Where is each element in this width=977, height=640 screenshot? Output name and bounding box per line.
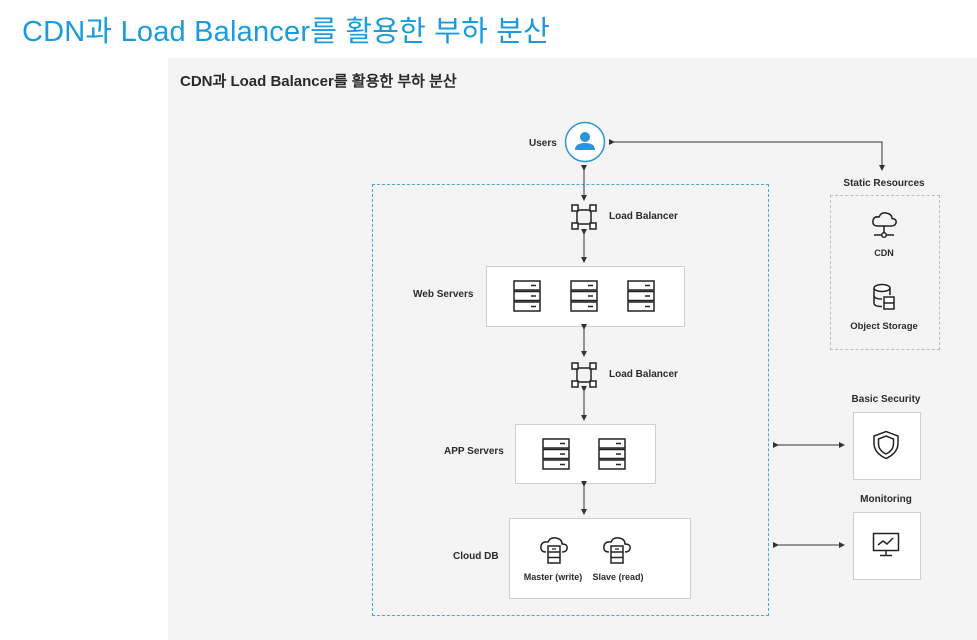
cdn-label: CDN (874, 248, 894, 258)
object-storage-label: Object Storage (850, 321, 918, 332)
page-title: CDN과 Load Balancer를 활용한 부하 분산 (22, 16, 551, 48)
database-cloud-icon (603, 537, 631, 564)
db-master-label: Master (write) (523, 572, 583, 582)
cloud-db-box (509, 518, 691, 599)
db-slave-label: Slave (read) (592, 572, 644, 582)
storage-icon (873, 283, 895, 310)
monitor-chart-icon (872, 532, 900, 557)
server-icon (598, 438, 626, 470)
monitoring-label: Monitoring (860, 494, 912, 505)
diagram-panel: CDN과 Load Balancer를 활용한 부하 분산 (168, 58, 977, 640)
cloud-boundary (372, 184, 769, 616)
server-icon (570, 280, 598, 312)
app-servers-label: APP Servers (444, 446, 504, 457)
load-balancer-mid-label: Load Balancer (609, 369, 678, 380)
load-balancer-icon (571, 362, 597, 388)
diagram-title: CDN과 Load Balancer를 활용한 부하 분산 (180, 73, 457, 90)
cloud-db-label: Cloud DB (453, 551, 499, 562)
static-resources-label: Static Resources (843, 178, 925, 189)
shield-icon (873, 430, 899, 460)
load-balancer-top-label: Load Balancer (609, 211, 678, 222)
static-resources-group (830, 195, 940, 350)
users-label: Users (529, 138, 557, 149)
cloud-network-icon (872, 212, 897, 239)
app-servers-box (515, 424, 656, 484)
server-icon (627, 280, 655, 312)
server-icon (542, 438, 570, 470)
database-cloud-icon (540, 537, 568, 564)
web-servers-label: Web Servers (413, 289, 474, 300)
load-balancer-icon (571, 204, 597, 230)
basic-security-label: Basic Security (851, 394, 921, 405)
connector-lines (581, 139, 885, 548)
server-icon (513, 280, 541, 312)
user-icon (564, 121, 606, 163)
